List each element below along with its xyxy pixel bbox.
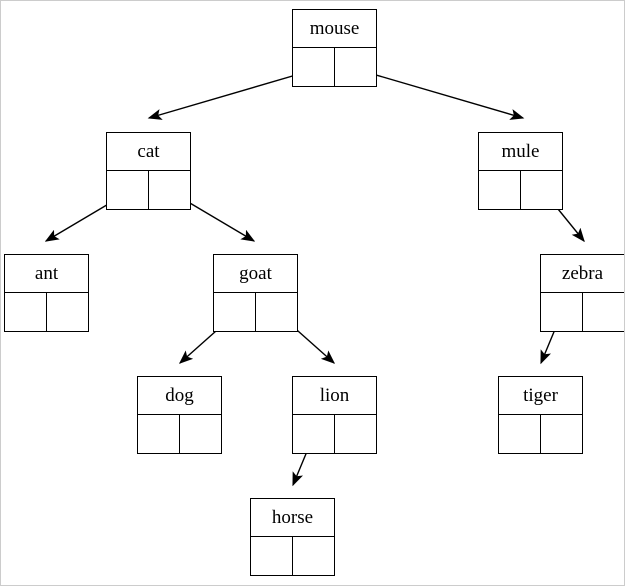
tree-node-pointer-cells-lion: [293, 415, 376, 453]
tree-node-horse[interactable]: horse: [250, 498, 335, 576]
tree-edge-mouse-to-mule: [358, 69, 525, 120]
tree-node-cat[interactable]: cat: [106, 132, 191, 210]
tree-node-left-pointer-zebra[interactable]: [541, 293, 583, 331]
tree-node-left-pointer-mule[interactable]: [479, 171, 521, 209]
tree-node-left-pointer-dog[interactable]: [138, 415, 180, 453]
tree-node-left-pointer-ant[interactable]: [5, 293, 47, 331]
tree-node-left-pointer-goat[interactable]: [214, 293, 256, 331]
tree-node-right-pointer-lion[interactable]: [335, 415, 376, 453]
tree-node-right-pointer-horse[interactable]: [293, 537, 334, 575]
tree-node-pointer-cells-mouse: [293, 48, 376, 86]
tree-node-right-pointer-mule[interactable]: [521, 171, 562, 209]
tree-node-left-pointer-mouse[interactable]: [293, 48, 335, 86]
tree-node-pointer-cells-zebra: [541, 293, 624, 331]
tree-node-pointer-cells-tiger: [499, 415, 582, 453]
tree-node-right-pointer-goat[interactable]: [256, 293, 297, 331]
tree-node-label-mule: mule: [479, 133, 562, 171]
tree-node-right-pointer-zebra[interactable]: [583, 293, 624, 331]
tree-node-label-horse: horse: [251, 499, 334, 537]
tree-node-goat[interactable]: goat: [213, 254, 298, 332]
tree-node-mouse[interactable]: mouse: [292, 9, 377, 87]
tree-node-label-cat: cat: [107, 133, 190, 171]
tree-node-mule[interactable]: mule: [478, 132, 563, 210]
tree-node-pointer-cells-goat: [214, 293, 297, 331]
tree-node-label-ant: ant: [5, 255, 88, 293]
tree-node-pointer-cells-mule: [479, 171, 562, 209]
tree-node-right-pointer-cat[interactable]: [149, 171, 190, 209]
tree-node-left-pointer-tiger[interactable]: [499, 415, 541, 453]
tree-node-label-dog: dog: [138, 377, 221, 415]
tree-node-right-pointer-ant[interactable]: [47, 293, 88, 331]
tree-node-right-pointer-mouse[interactable]: [335, 48, 376, 86]
tree-node-left-pointer-lion[interactable]: [293, 415, 335, 453]
tree-node-label-tiger: tiger: [499, 377, 582, 415]
tree-node-lion[interactable]: lion: [292, 376, 377, 454]
tree-node-label-goat: goat: [214, 255, 297, 293]
tree-node-zebra[interactable]: zebra: [540, 254, 624, 332]
tree-node-pointer-cells-ant: [5, 293, 88, 331]
tree-node-tiger[interactable]: tiger: [498, 376, 583, 454]
tree-node-right-pointer-dog[interactable]: [180, 415, 221, 453]
tree-edge-mouse-to-cat: [147, 69, 314, 120]
tree-node-dog[interactable]: dog: [137, 376, 222, 454]
tree-node-label-lion: lion: [293, 377, 376, 415]
tree-node-label-mouse: mouse: [293, 10, 376, 48]
tree-node-label-zebra: zebra: [541, 255, 624, 293]
tree-node-right-pointer-tiger[interactable]: [541, 415, 582, 453]
tree-node-left-pointer-horse[interactable]: [251, 537, 293, 575]
tree-node-pointer-cells-dog: [138, 415, 221, 453]
tree-node-pointer-cells-horse: [251, 537, 334, 575]
tree-node-pointer-cells-cat: [107, 171, 190, 209]
tree-node-left-pointer-cat[interactable]: [107, 171, 149, 209]
tree-node-ant[interactable]: ant: [4, 254, 89, 332]
